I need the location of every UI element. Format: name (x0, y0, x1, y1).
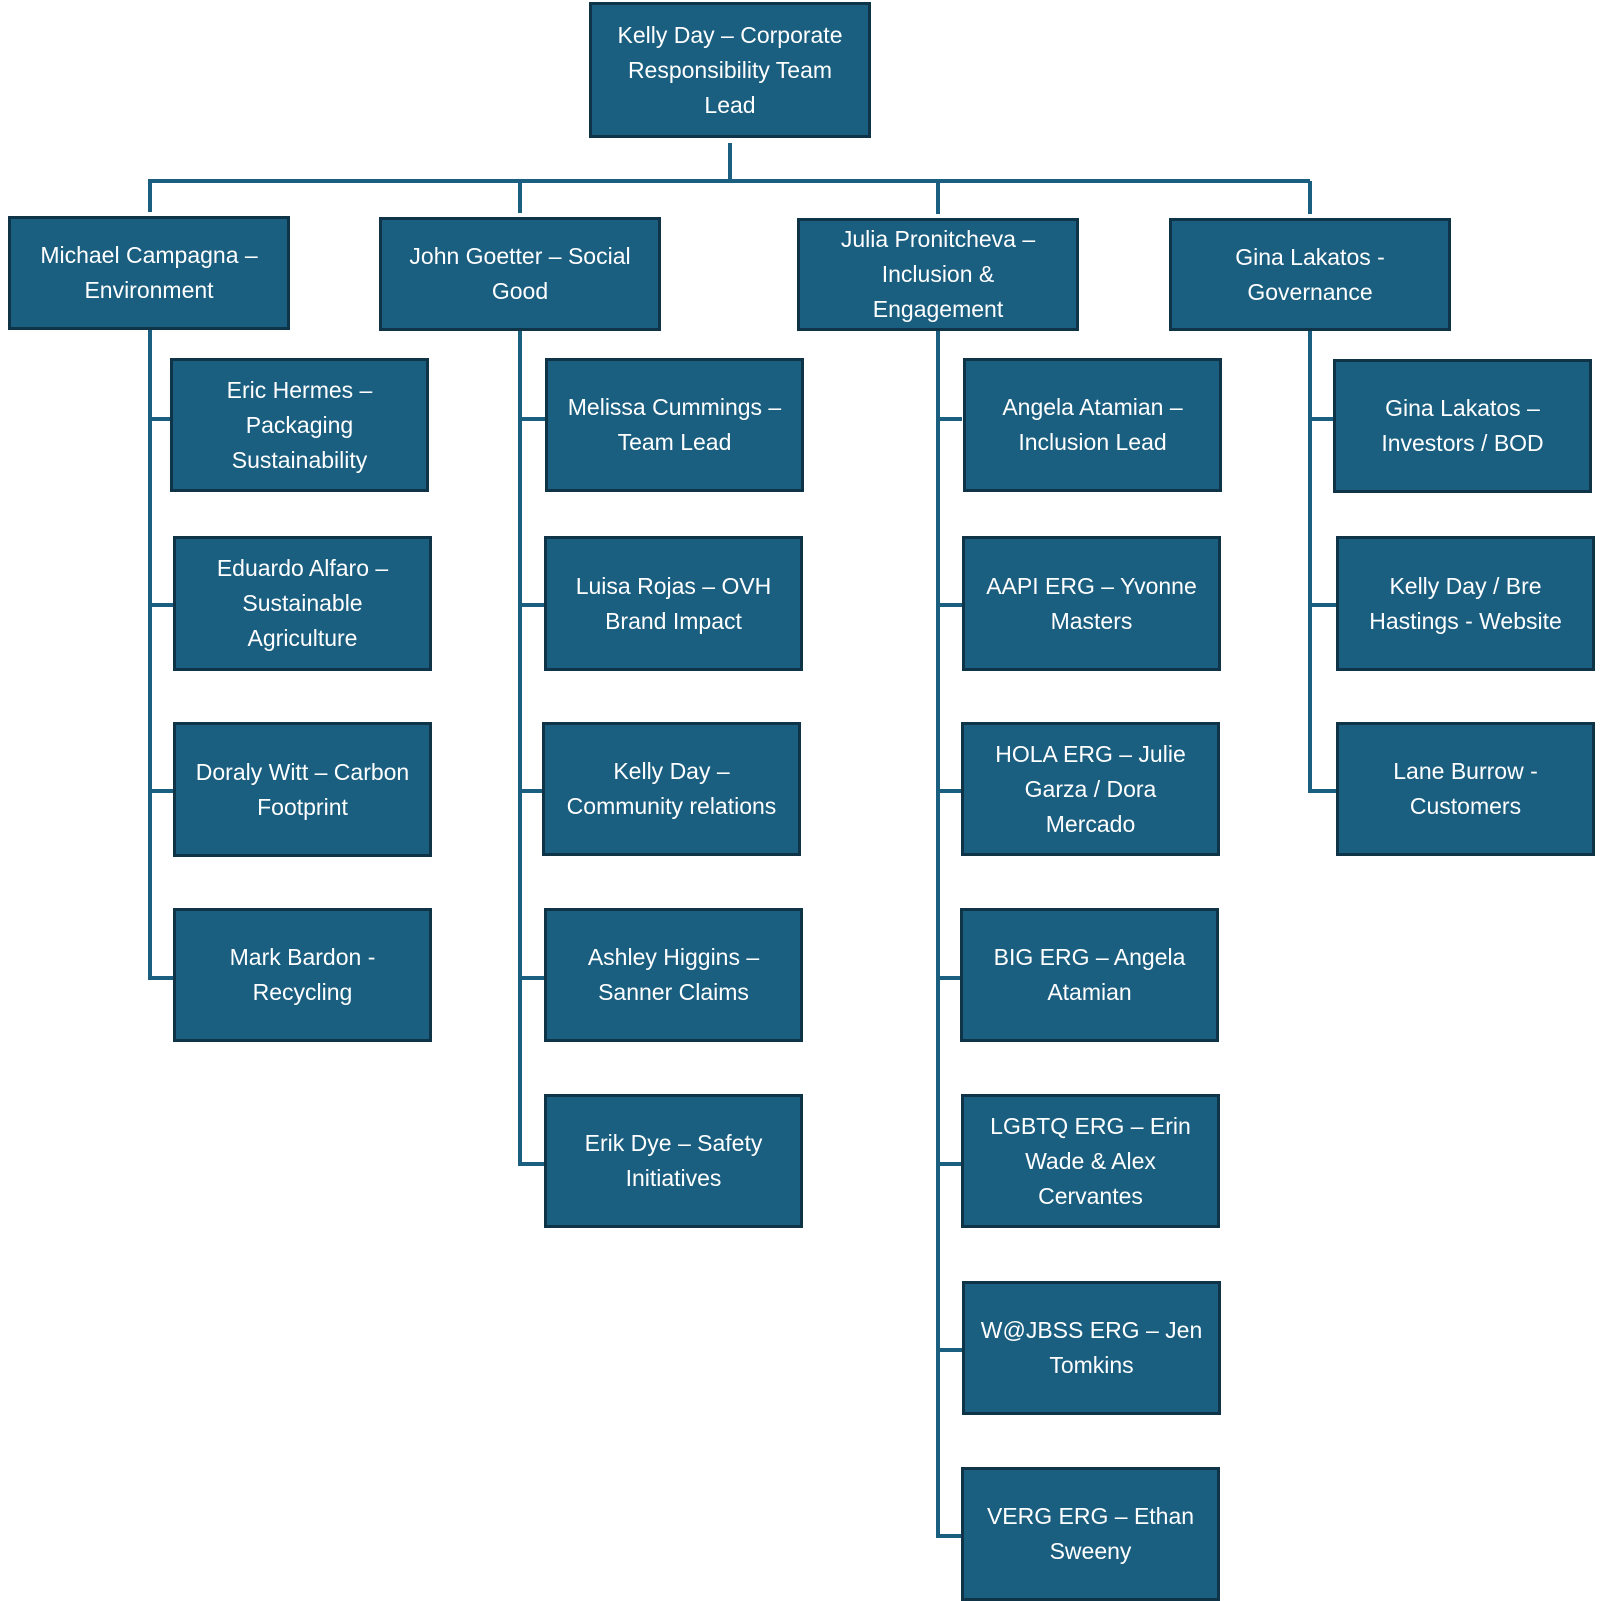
member-social-5: Erik Dye – Safety Initiatives (544, 1094, 803, 1228)
member-inclusion-6: W@JBSS ERG – Jen Tomkins (962, 1281, 1221, 1415)
member-label: BIG ERG – Angela Atamian (993, 944, 1186, 1005)
root-node: Kelly Day – Corporate Responsibility Tea… (589, 2, 871, 138)
member-inclusion-5: LGBTQ ERG – Erin Wade & Alex Cervantes (961, 1094, 1220, 1228)
member-label: Gina Lakatos – Investors / BOD (1381, 395, 1544, 456)
member-label: W@JBSS ERG – Jen Tomkins (980, 1317, 1203, 1378)
member-environment-4: Mark Bardon - Recycling (173, 908, 432, 1042)
member-inclusion-3: HOLA ERG – Julie Garza / Dora Mercado (961, 722, 1220, 856)
spine-environment (148, 328, 173, 980)
member-label: Eric Hermes – Packaging Sustainability (226, 376, 373, 473)
spine-inclusion (936, 329, 962, 1538)
member-label: VERG ERG – Ethan Sweeny (986, 1503, 1195, 1564)
member-governance-3: Lane Burrow - Customers (1336, 722, 1595, 856)
member-label: Kelly Day – Community relations (566, 758, 777, 819)
root-node-label: Kelly Day – Corporate Responsibility Tea… (617, 21, 843, 118)
member-social-2: Luisa Rojas – OVH Brand Impact (544, 536, 803, 671)
dept-inclusion-label: Julia Pronitcheva – Inclusion & Engageme… (840, 226, 1036, 322)
dept-inclusion-node: Julia Pronitcheva – Inclusion & Engageme… (797, 218, 1079, 331)
member-inclusion-1: Angela Atamian – Inclusion Lead (963, 358, 1222, 492)
member-label: Melissa Cummings – Team Lead (567, 394, 782, 455)
dept-governance-node: Gina Lakatos - Governance (1169, 218, 1451, 331)
dept-environment-node: Michael Campagna – Environment (8, 216, 290, 330)
member-social-1: Melissa Cummings – Team Lead (545, 358, 804, 492)
member-social-3: Kelly Day – Community relations (542, 722, 801, 856)
member-label: Erik Dye – Safety Initiatives (584, 1130, 763, 1191)
member-label: Mark Bardon - Recycling (229, 944, 376, 1005)
member-environment-3: Doraly Witt – Carbon Footprint (173, 722, 432, 857)
member-label: Doraly Witt – Carbon Footprint (195, 758, 410, 820)
member-environment-1: Eric Hermes – Packaging Sustainability (170, 358, 429, 492)
member-label: AAPI ERG – Yvonne Masters (986, 572, 1197, 634)
member-label: Kelly Day / Bre Hastings - Website (1369, 572, 1562, 634)
dept-environment-label: Michael Campagna – Environment (40, 242, 258, 303)
member-label: Luisa Rojas – OVH Brand Impact (575, 572, 772, 634)
member-label: Ashley Higgins – Sanner Claims (587, 944, 760, 1005)
member-label: HOLA ERG – Julie Garza / Dora Mercado (995, 740, 1186, 837)
dept-social-good-label: John Goetter – Social Good (409, 243, 631, 304)
member-environment-2: Eduardo Alfaro – Sustainable Agriculture (173, 536, 432, 671)
member-social-4: Ashley Higgins – Sanner Claims (544, 908, 803, 1042)
member-label: Eduardo Alfaro – Sustainable Agriculture (216, 555, 389, 651)
member-inclusion-4: BIG ERG – Angela Atamian (960, 908, 1219, 1042)
dept-social-good-node: John Goetter – Social Good (379, 217, 661, 331)
member-label: Lane Burrow - Customers (1393, 758, 1538, 819)
member-inclusion-7: VERG ERG – Ethan Sweeny (961, 1467, 1220, 1601)
member-label: LGBTQ ERG – Erin Wade & Alex Cervantes (990, 1112, 1191, 1209)
member-governance-2: Kelly Day / Bre Hastings - Website (1336, 536, 1595, 671)
spine-governance (1308, 329, 1336, 793)
member-label: Angela Atamian – Inclusion Lead (1002, 394, 1183, 455)
dept-governance-label: Gina Lakatos - Governance (1235, 243, 1385, 305)
spine-social (518, 329, 545, 1166)
member-inclusion-2: AAPI ERG – Yvonne Masters (962, 536, 1221, 671)
member-governance-1: Gina Lakatos – Investors / BOD (1333, 359, 1592, 493)
